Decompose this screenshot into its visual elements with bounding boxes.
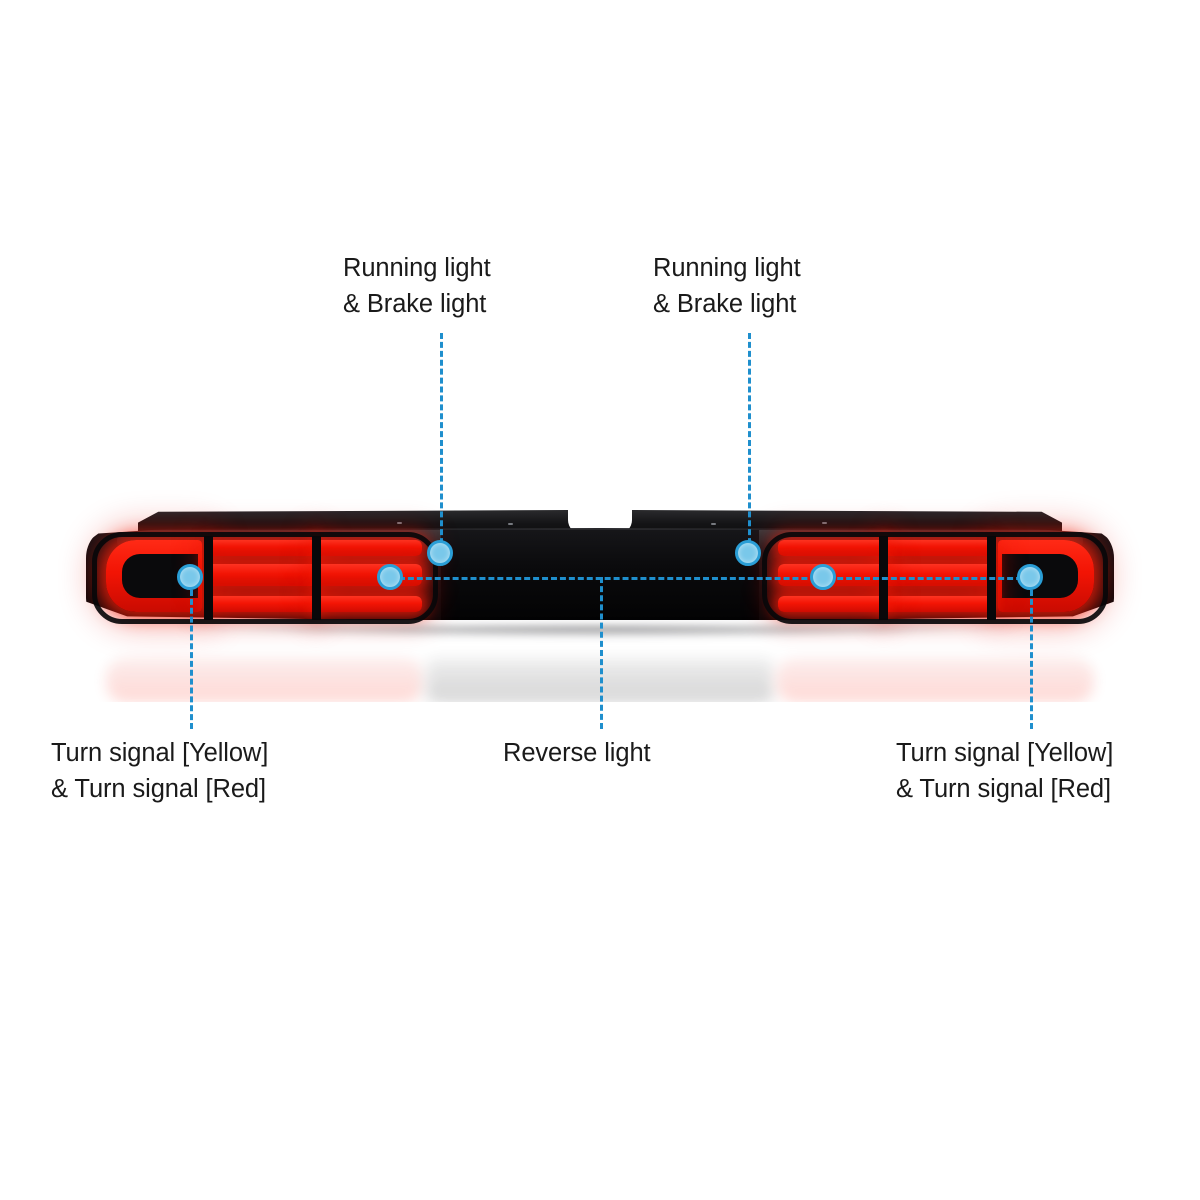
led-bar <box>886 596 990 612</box>
label-running-brake-left: Running light & Brake light <box>343 254 491 319</box>
dot-brake-left[interactable] <box>427 540 453 566</box>
led-segment-left-middle <box>210 540 314 612</box>
trim-speck <box>396 522 402 524</box>
led-segment-left-inboard <box>318 540 422 612</box>
dot-turn-outer-left[interactable] <box>177 564 203 590</box>
led-bar <box>210 564 314 586</box>
leader-line-turn-signal-right <box>1030 590 1033 729</box>
dot-turn-inner-right[interactable] <box>810 564 836 590</box>
reflection-left <box>106 656 424 702</box>
led-bar <box>210 596 314 612</box>
led-bar <box>318 564 422 586</box>
led-bar <box>210 540 314 556</box>
dot-turn-outer-right[interactable] <box>1017 564 1043 590</box>
label-reverse-light: Reverse light <box>503 739 651 767</box>
reflection-right <box>776 656 1094 702</box>
led-bar <box>778 540 882 556</box>
leader-line-turn-signal-left <box>190 590 193 729</box>
led-segment-right-middle <box>886 540 990 612</box>
led-bar <box>886 564 990 586</box>
led-bar <box>318 596 422 612</box>
label-turn-signal-right: Turn signal [Yellow] & Turn signal [Red] <box>896 739 1114 804</box>
trim-speck <box>821 522 827 524</box>
leader-line-running-brake-right <box>748 333 751 553</box>
led-bar <box>318 540 422 556</box>
led-u-loop-right <box>998 540 1094 612</box>
cluster-gap <box>204 536 213 620</box>
trim-speck <box>710 523 716 525</box>
dot-turn-inner-left[interactable] <box>377 564 403 590</box>
cluster-gap <box>312 536 321 620</box>
led-bar <box>886 540 990 556</box>
dot-brake-right[interactable] <box>735 540 761 566</box>
leader-line-horizontal-connector <box>390 577 1031 580</box>
trim-speck <box>507 523 513 525</box>
led-cluster-right <box>776 536 1094 620</box>
leader-line-reverse <box>600 577 603 729</box>
label-running-brake-right: Running light & Brake light <box>653 254 801 319</box>
label-turn-signal-left: Turn signal [Yellow] & Turn signal [Red] <box>51 739 269 804</box>
leader-line-running-brake-left <box>440 333 443 553</box>
led-bar <box>778 596 882 612</box>
